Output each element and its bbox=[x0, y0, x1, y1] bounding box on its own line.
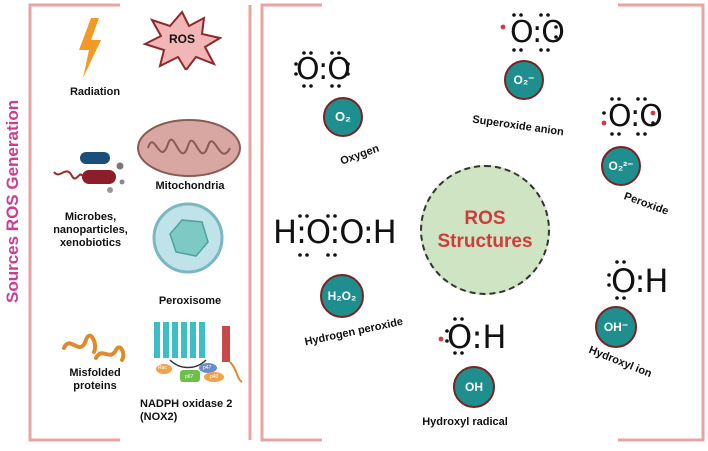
superoxide-bubble: O₂⁻ bbox=[504, 60, 544, 100]
superoxide-formula: O:O bbox=[510, 15, 565, 50]
ros-star-icon bbox=[142, 10, 222, 70]
radiation-label: Radiation bbox=[69, 86, 121, 98]
nox-sub-p40-label: p40 bbox=[210, 374, 219, 380]
microbes-icon bbox=[53, 152, 125, 193]
misfolded-label: Misfolded proteins bbox=[69, 367, 121, 392]
nadph-label: NADPH oxidase 2 (NOX2) bbox=[140, 398, 233, 423]
nox-sub-rac-label: Rac bbox=[158, 365, 167, 371]
peroxide-formula: O:O bbox=[608, 99, 663, 134]
peroxide-bubble: O₂²⁻ bbox=[601, 146, 641, 186]
oxygen-bubble: O₂ bbox=[323, 97, 363, 137]
mitochondria-label: Mitochondria bbox=[155, 180, 225, 192]
peroxisome-icon bbox=[152, 202, 224, 274]
ros-structures-label: ROS Structures bbox=[437, 208, 533, 252]
nadph-oxidase-icon bbox=[154, 322, 243, 383]
nox-sub-p67-label: p67 bbox=[185, 374, 194, 380]
microbes-label: Microbes, nanoparticles, xenobiotics bbox=[53, 211, 128, 249]
peroxisome-label: Peroxisome bbox=[158, 295, 222, 307]
oxygen-formula: O:O bbox=[296, 52, 351, 87]
ros-structures-circle: ROS Structures bbox=[420, 165, 550, 295]
ros-star-label: ROS bbox=[168, 32, 195, 46]
lightning-icon bbox=[79, 18, 101, 78]
hydrogen-peroxide-bubble: H₂O₂ bbox=[320, 274, 364, 318]
hydroxyl-radical-formula: O:H bbox=[447, 318, 507, 356]
hydroxyl-ion-formula: O:H bbox=[611, 262, 668, 300]
hydroxyl-ion-bubble: OH⁻ bbox=[595, 306, 637, 348]
hydroxyl-radical-bubble: OH bbox=[453, 366, 495, 408]
misfolded-proteins-icon bbox=[62, 333, 126, 362]
nox-sub-p47-label: p47 bbox=[203, 365, 212, 371]
mitochondria-icon bbox=[137, 119, 241, 177]
hydroxyl-radical-label: Hydroxyl radical bbox=[422, 416, 508, 428]
hydrogen-peroxide-formula: H:O:O:H bbox=[273, 213, 397, 251]
